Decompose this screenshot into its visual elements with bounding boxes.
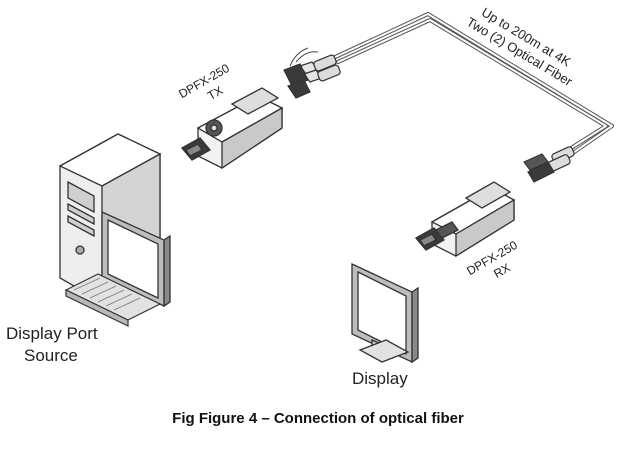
optical-fiber-cable [331, 12, 614, 157]
rx-label: DPFX-250 RX [464, 238, 520, 281]
tx-module [180, 87, 284, 170]
source-label-line2: Source [24, 346, 78, 365]
display-label: Display [352, 369, 408, 388]
tx-fiber-connector [283, 47, 341, 99]
rx-module [414, 181, 516, 258]
display-monitor [351, 262, 419, 364]
computer-monitor [101, 210, 171, 308]
keyboard [64, 273, 162, 327]
figure-caption: Fig Figure 4 – Connection of optical fib… [172, 410, 464, 427]
tx-label: DPFX-250 TX [176, 61, 232, 103]
source-label-line1: Display Port [6, 324, 98, 343]
tx-role-label: TX [205, 83, 225, 103]
rx-fiber-connector [523, 146, 575, 183]
